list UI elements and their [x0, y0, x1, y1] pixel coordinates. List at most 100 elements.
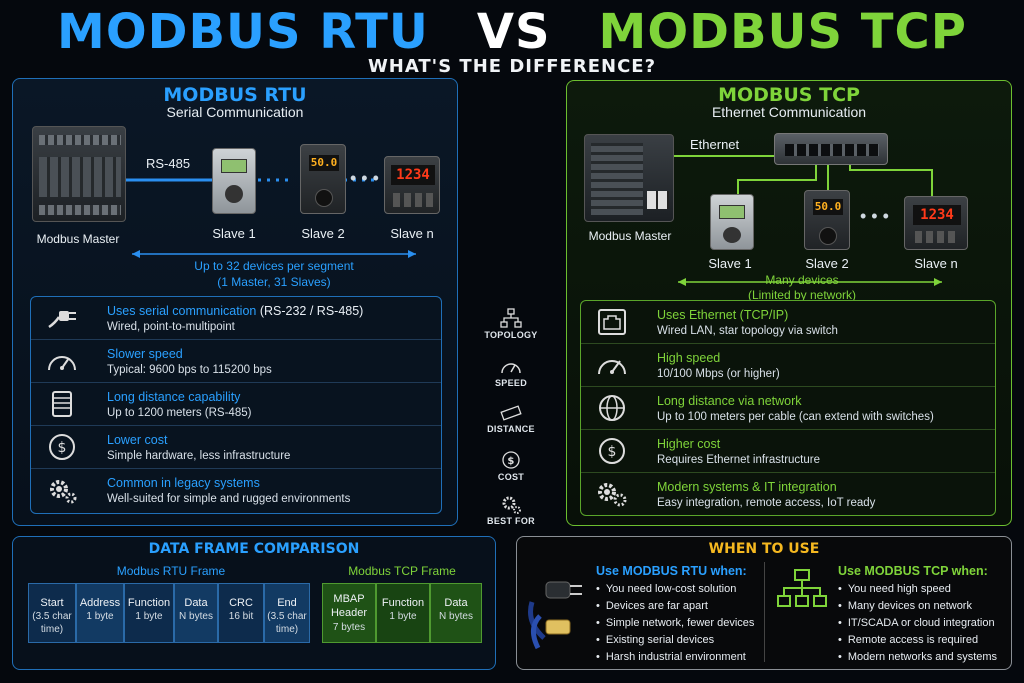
- rtu-frame-cell-title: End: [277, 597, 297, 609]
- list-item: Remote access is required: [838, 632, 997, 649]
- rtu-ellipsis: • • •: [350, 168, 379, 188]
- tcp-slave-2-display: 50.0: [813, 199, 843, 215]
- rtu-feature-row: Long distance capability Up to 1200 mete…: [31, 383, 441, 426]
- list-item: IT/SCADA or cloud integration: [838, 615, 997, 632]
- tcp-devices-line1: Many devices: [765, 273, 839, 287]
- list-item: Devices are far apart: [596, 598, 754, 615]
- rtu-frame-cell: End(3.5 char time): [264, 583, 310, 643]
- rtu-devices-line2: (1 Master, 31 Slaves): [217, 275, 331, 289]
- tcp-frame-cell-sub: 1 byte: [389, 611, 417, 623]
- middle-cost: $ COST: [471, 450, 551, 482]
- title-vs: VS: [476, 4, 551, 60]
- rtu-bus-diagram: [126, 178, 416, 258]
- rtu-master-label: Modbus Master: [36, 232, 120, 246]
- speedometer-icon: [48, 356, 76, 371]
- rtu-frame-cell-title: Start: [40, 597, 64, 609]
- tcp-feature-title: Modern systems & IT integration: [657, 480, 837, 494]
- cable-reel-icon: [52, 391, 72, 417]
- speedometer-icon: [598, 360, 626, 375]
- tcp-feature-row: Modern systems & IT integration Easy int…: [581, 473, 995, 516]
- rtu-feature-row: Uses serial communication (RS-232 / RS-4…: [31, 297, 441, 340]
- tcp-device-count: Many devices (Limited by network): [690, 273, 914, 303]
- rtu-master-plc: [32, 126, 126, 222]
- tcp-ellipsis: • • •: [860, 206, 889, 226]
- tcp-link-slave-n: [849, 164, 933, 196]
- rtu-slave-2-label: Slave 2: [301, 226, 345, 241]
- rtu-frame-cell: Address 1 byte: [76, 583, 124, 643]
- when-divider: [764, 562, 765, 662]
- rtu-device-count: Up to 32 devices per segment (1 Master, …: [132, 258, 416, 290]
- tcp-slave-1-label: Slave 1: [708, 256, 752, 271]
- tcp-feature-sub: 10/100 Mbps (or higher): [657, 368, 780, 380]
- tcp-frame-cell-title: MBAP Header: [330, 593, 368, 620]
- tcp-feature-row: Long distance via network Up to 100 mete…: [581, 387, 995, 430]
- rtu-slave-2-device: 50.0: [300, 144, 346, 214]
- rtu-slave-1-label: Slave 1: [212, 226, 256, 241]
- tcp-frame-cell-title: Data: [444, 597, 468, 609]
- rtu-feature-title: Slower speed: [107, 347, 183, 361]
- gears-icon: [50, 480, 77, 504]
- topology-icon: [500, 308, 522, 328]
- tcp-feature-title: Higher cost: [657, 437, 721, 451]
- middle-best-for: BEST FOR: [471, 494, 551, 526]
- frame-title: DATA FRAME COMPARISON: [148, 541, 360, 557]
- tcp-slave-n-label: Slave n: [914, 256, 958, 271]
- tcp-frame-cell-sub: N bytes: [439, 611, 473, 623]
- plug-icon: [48, 311, 76, 329]
- when-tcp-title: Use MODBUS TCP when:: [838, 564, 988, 578]
- rtu-feature-sub: Up to 1200 meters (RS-485): [107, 407, 252, 419]
- dollar-icon: $: [599, 438, 625, 464]
- tcp-feature-row: $ Higher cost Requires Ethernet infrastr…: [581, 430, 995, 473]
- rtu-panel-title: MODBUS RTU: [163, 84, 307, 106]
- middle-best-for-label: BEST FOR: [487, 516, 535, 526]
- rtu-feature-row: $ Lower cost Simple hardware, less infra…: [31, 426, 441, 469]
- tcp-feature-title: Long distance via network: [657, 394, 802, 408]
- middle-topology: TOPOLOGY: [471, 308, 551, 340]
- rtu-frame-cell-sub: 1 byte: [86, 611, 114, 623]
- rtu-frame-cell-sub: N bytes: [179, 611, 213, 623]
- rtu-feature-sub: Well-suited for simple and rugged enviro…: [107, 493, 351, 505]
- middle-distance: DISTANCE: [471, 404, 551, 434]
- tcp-frame-cell-title: Function: [381, 597, 425, 609]
- tcp-slave-1-device: [710, 194, 754, 250]
- list-item: Harsh industrial environment: [596, 649, 754, 666]
- list-item: Many devices on network: [838, 598, 997, 615]
- when-rtu-list: You need low-cost solution Devices are f…: [596, 581, 755, 666]
- page-subtitle: WHAT'S THE DIFFERENCE?: [367, 56, 657, 77]
- rtu-frame-cell-sub: 1 byte: [135, 611, 163, 623]
- rtu-feature-sub: Simple hardware, less infrastructure: [107, 450, 291, 462]
- tcp-feature-title: Uses Ethernet (TCP/IP): [657, 308, 789, 322]
- gears-icon: [598, 483, 627, 507]
- rtu-devices-line1: Up to 32 devices per segment: [194, 259, 354, 273]
- tcp-bus-label: Ethernet: [690, 137, 740, 152]
- rtu-frame-cell-title: CRC: [229, 597, 253, 609]
- list-item: You need high speed: [838, 581, 997, 598]
- rtu-frame-cell: CRC 16 bit: [218, 583, 264, 643]
- serial-connector-icon: [528, 581, 582, 650]
- middle-speed: SPEED: [471, 358, 551, 388]
- rtu-panel-subtitle: Serial Communication: [166, 104, 304, 120]
- rtu-feature-title: Common in legacy systems: [107, 476, 260, 490]
- middle-topology-label: TOPOLOGY: [484, 330, 538, 340]
- rtu-bus-label: RS-485: [146, 156, 191, 171]
- rtu-frame-cell-title: Address: [79, 597, 121, 609]
- speedometer-icon: [501, 363, 521, 374]
- rtu-frame-cell-title: Data: [184, 597, 208, 609]
- tcp-frame-cell-sub: 7 bytes: [332, 621, 366, 633]
- rtu-frame-cell-sub: 16 bit: [228, 611, 254, 623]
- tcp-frame-title: Modbus TCP Frame: [348, 564, 456, 578]
- tcp-slave-n-display: 1234: [913, 205, 961, 225]
- tcp-panel-title: MODBUS TCP: [718, 84, 860, 106]
- tcp-feature-row: High speed 10/100 Mbps (or higher): [581, 344, 995, 387]
- rtu-feature-title: Uses serial communication: [107, 304, 257, 318]
- middle-cost-label: COST: [497, 472, 525, 482]
- middle-distance-label: DISTANCE: [487, 424, 535, 434]
- svg-text:$: $: [507, 456, 514, 467]
- rtu-slave-2-display: 50.0: [309, 155, 339, 171]
- rtu-feature-title: Lower cost: [107, 433, 168, 447]
- svg-text:$: $: [58, 440, 67, 456]
- globe-icon: [599, 395, 625, 421]
- dollar-icon: $: [49, 434, 75, 460]
